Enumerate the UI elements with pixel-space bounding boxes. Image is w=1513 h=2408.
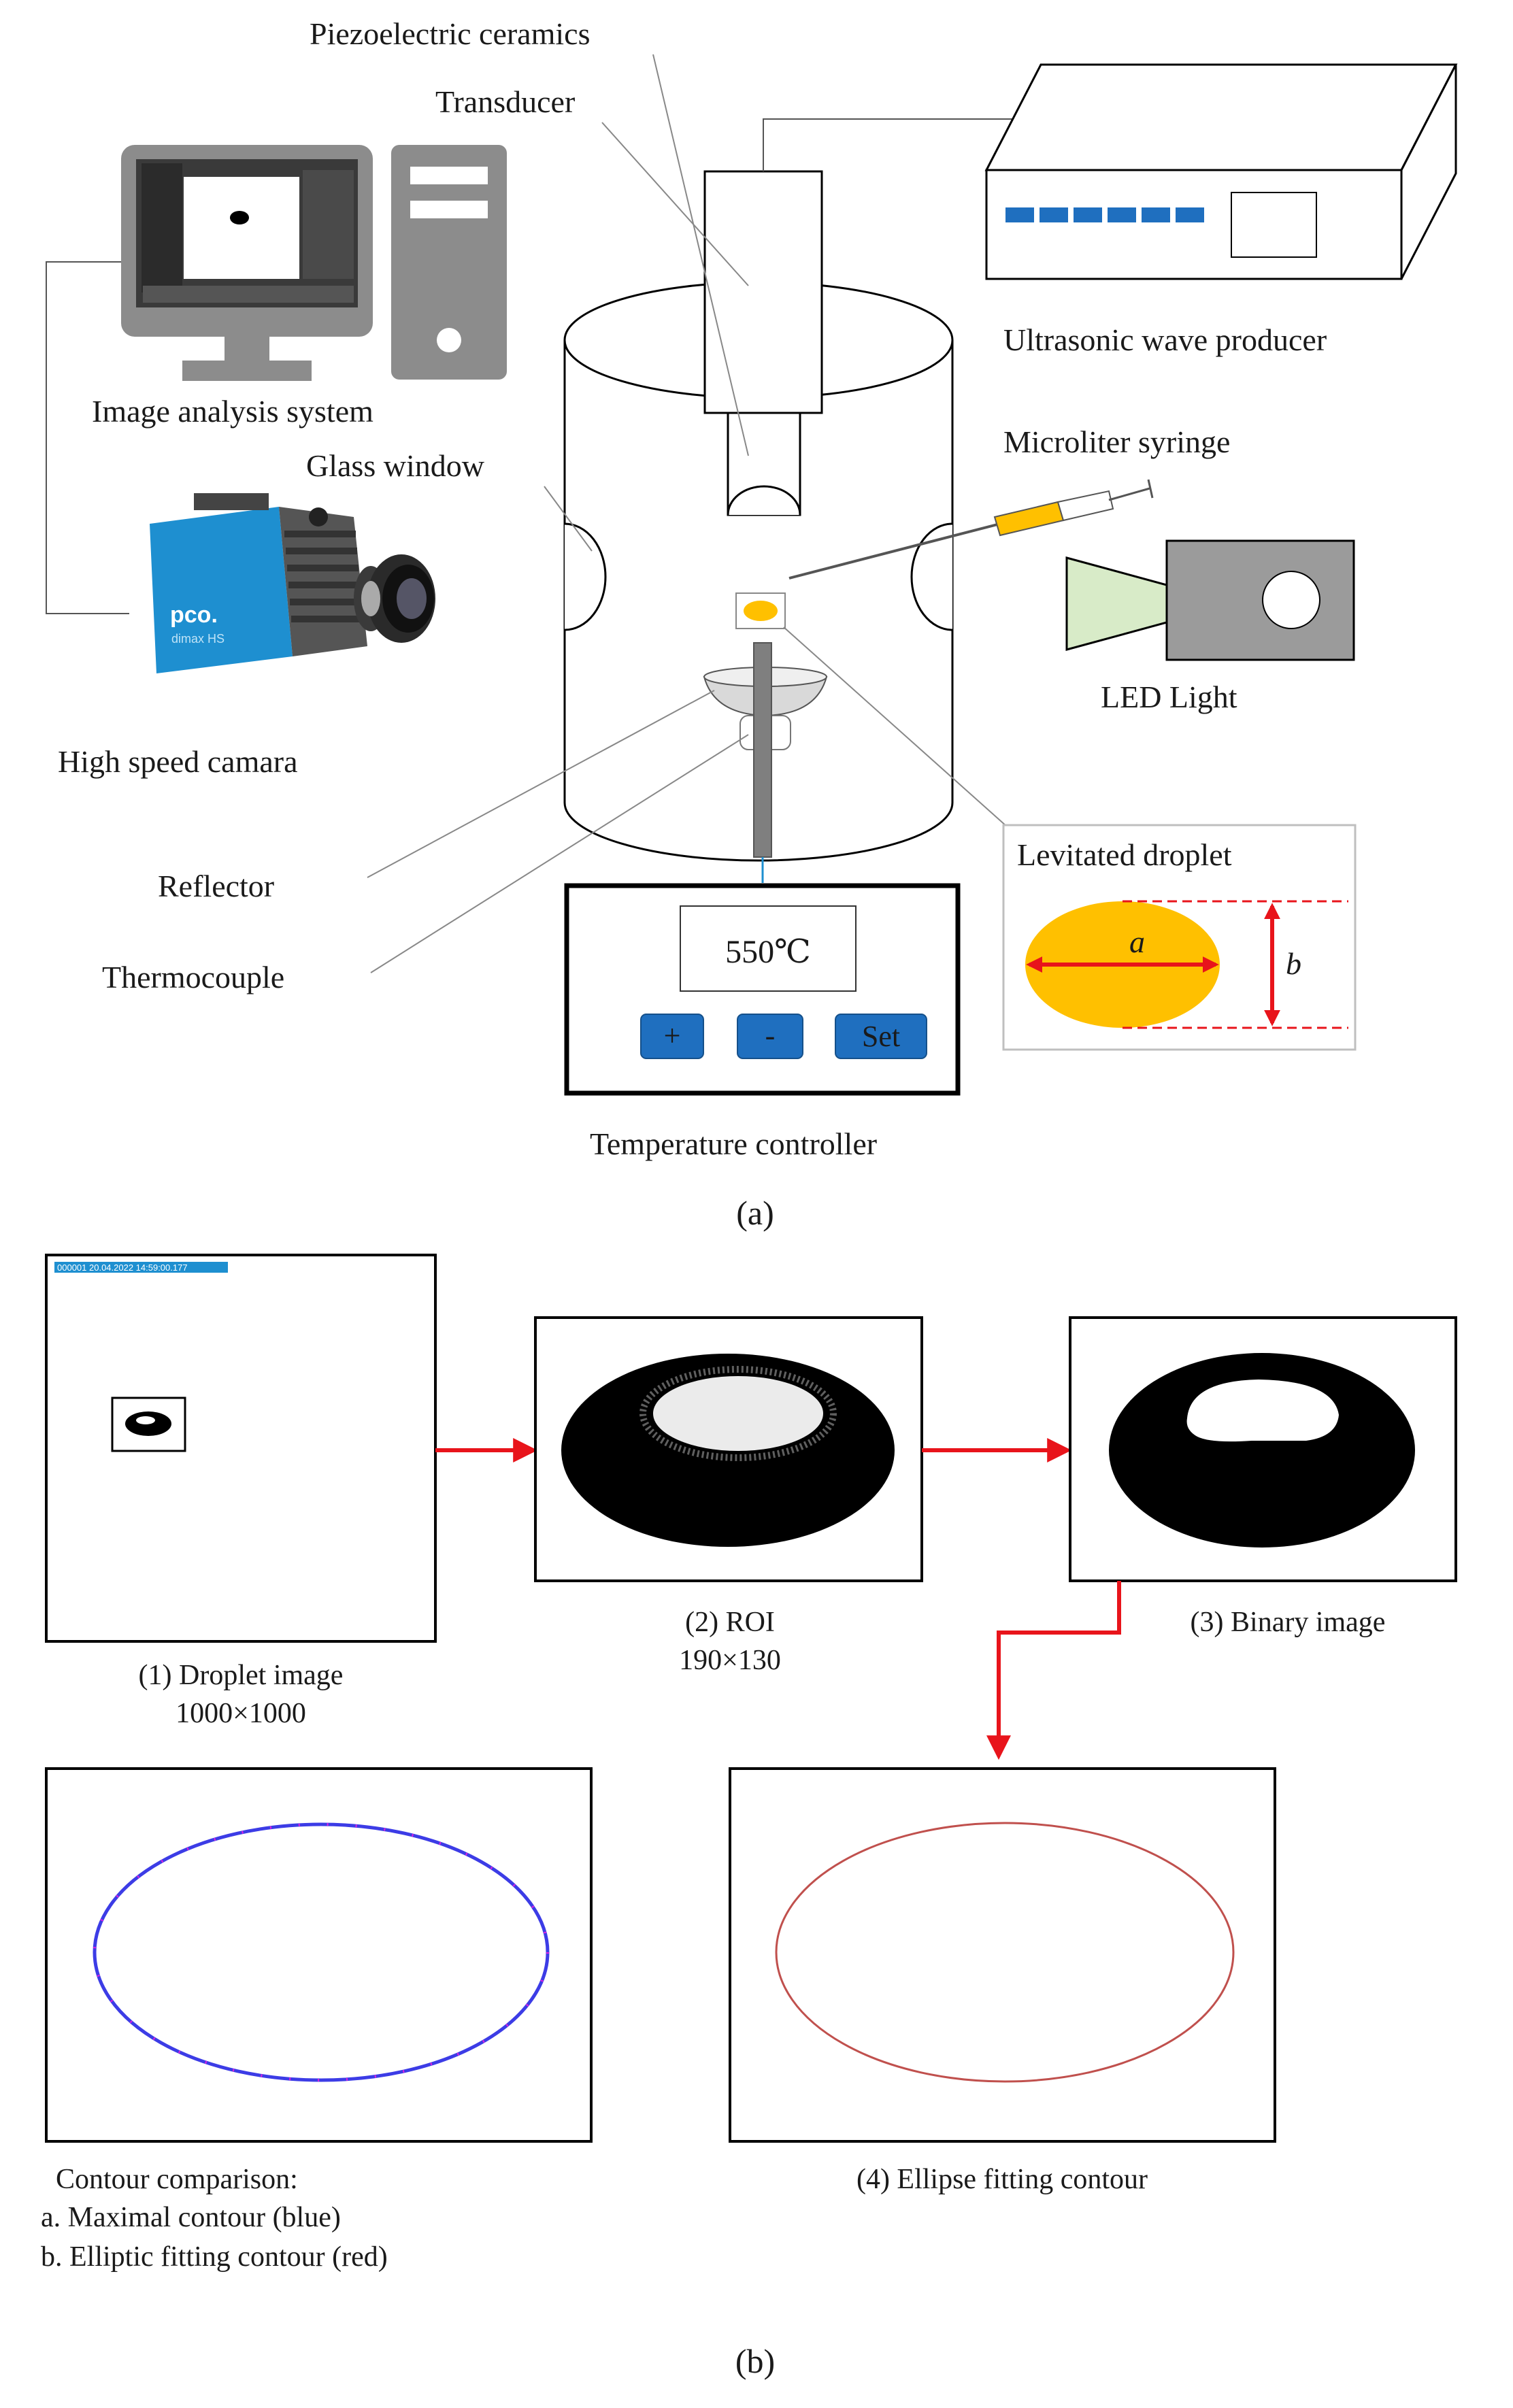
minus-button[interactable]: - xyxy=(737,1014,803,1059)
thermocouple-rod xyxy=(753,642,772,858)
label-roi: (2) ROI xyxy=(685,1607,775,1638)
temperature-controller: 550℃ xyxy=(564,883,961,1096)
label-image-analysis-system: Image analysis system xyxy=(92,394,373,429)
label-ultrasonic-producer: Ultrasonic wave producer xyxy=(1003,322,1327,357)
controller-display: 550℃ xyxy=(725,934,811,970)
transducer xyxy=(703,170,823,516)
label-ellipse-fitting: (4) Ellipse fitting contour xyxy=(857,2164,1148,2195)
caption-a: (a) xyxy=(736,1194,774,1232)
label-reflector: Reflector xyxy=(158,869,274,903)
label-axis-a: a xyxy=(1129,924,1145,959)
minus-button-label: - xyxy=(765,1019,776,1052)
plus-button[interactable]: + xyxy=(640,1014,704,1059)
label-binary-image: (3) Binary image xyxy=(1191,1607,1386,1638)
step3-binary-image xyxy=(1069,1316,1457,1582)
step1-droplet-image: 000001 20.04.2022 14:59:00.177 xyxy=(45,1254,437,1643)
leader-droplet xyxy=(783,626,1008,827)
leader-transducer xyxy=(601,122,749,286)
ultrasonic-producer xyxy=(984,63,1458,280)
label-axis-b: b xyxy=(1286,946,1301,981)
cable-line xyxy=(46,261,129,614)
camera-icon: pco. dimax HS xyxy=(150,493,435,673)
caption-b: (b) xyxy=(735,2342,775,2380)
label-temperature-controller: Temperature controller xyxy=(590,1126,877,1161)
droplet xyxy=(744,601,778,621)
contour-comparison-line-b: b. Elliptic fitting contour (red) xyxy=(41,2241,388,2273)
label-microliter-syringe: Microliter syringe xyxy=(1003,424,1230,459)
leader-reflector xyxy=(367,690,715,878)
label-droplet-image: (1) Droplet image xyxy=(139,1660,344,1691)
ultrasonic-cable xyxy=(763,118,1037,171)
label-high-speed-camera: High speed camara xyxy=(58,744,298,779)
computer-tower-icon xyxy=(391,145,507,380)
label-roi-size: 190×130 xyxy=(679,1645,781,1676)
leader-piezo xyxy=(652,54,749,456)
contour-comparison-image xyxy=(45,1767,593,2143)
label-droplet-size: 1000×1000 xyxy=(176,1698,306,1729)
label-transducer: Transducer xyxy=(435,84,575,119)
timestamp: 000001 20.04.2022 14:59:00.177 xyxy=(57,1262,188,1273)
label-glass-window: Glass window xyxy=(306,448,485,483)
arrow-3-to-4 xyxy=(986,1581,1121,1760)
leader-glass-window xyxy=(544,486,593,552)
label-piezoelectric-ceramics: Piezoelectric ceramics xyxy=(310,16,590,51)
step4-ellipse-fit-image xyxy=(729,1767,1276,2143)
levitated-droplet-inset: Levitated droplet a b xyxy=(1002,824,1357,1051)
led-light-icon xyxy=(1065,539,1355,661)
set-button-label: Set xyxy=(862,1020,900,1053)
contour-comparison-title: Contour comparison: xyxy=(56,2164,298,2195)
camera-brand: pco. xyxy=(170,602,218,628)
computer-monitor-icon xyxy=(121,145,373,381)
label-thermocouple: Thermocouple xyxy=(102,960,284,994)
label-led-light: LED Light xyxy=(1101,680,1237,714)
contour-red-overlay xyxy=(93,1823,549,2081)
set-button[interactable]: Set xyxy=(835,1014,927,1059)
camera-model: dimax HS xyxy=(171,632,225,646)
plus-button-label: + xyxy=(664,1019,681,1052)
syringe-icon xyxy=(788,479,1154,580)
glass-window-left xyxy=(564,522,607,631)
label-levitated-droplet: Levitated droplet xyxy=(1017,837,1232,872)
glass-window-right xyxy=(910,522,953,631)
contour-comparison-line-a: a. Maximal contour (blue) xyxy=(41,2202,341,2233)
step2-roi-image xyxy=(534,1316,923,1582)
leader-thermocouple xyxy=(370,734,749,973)
